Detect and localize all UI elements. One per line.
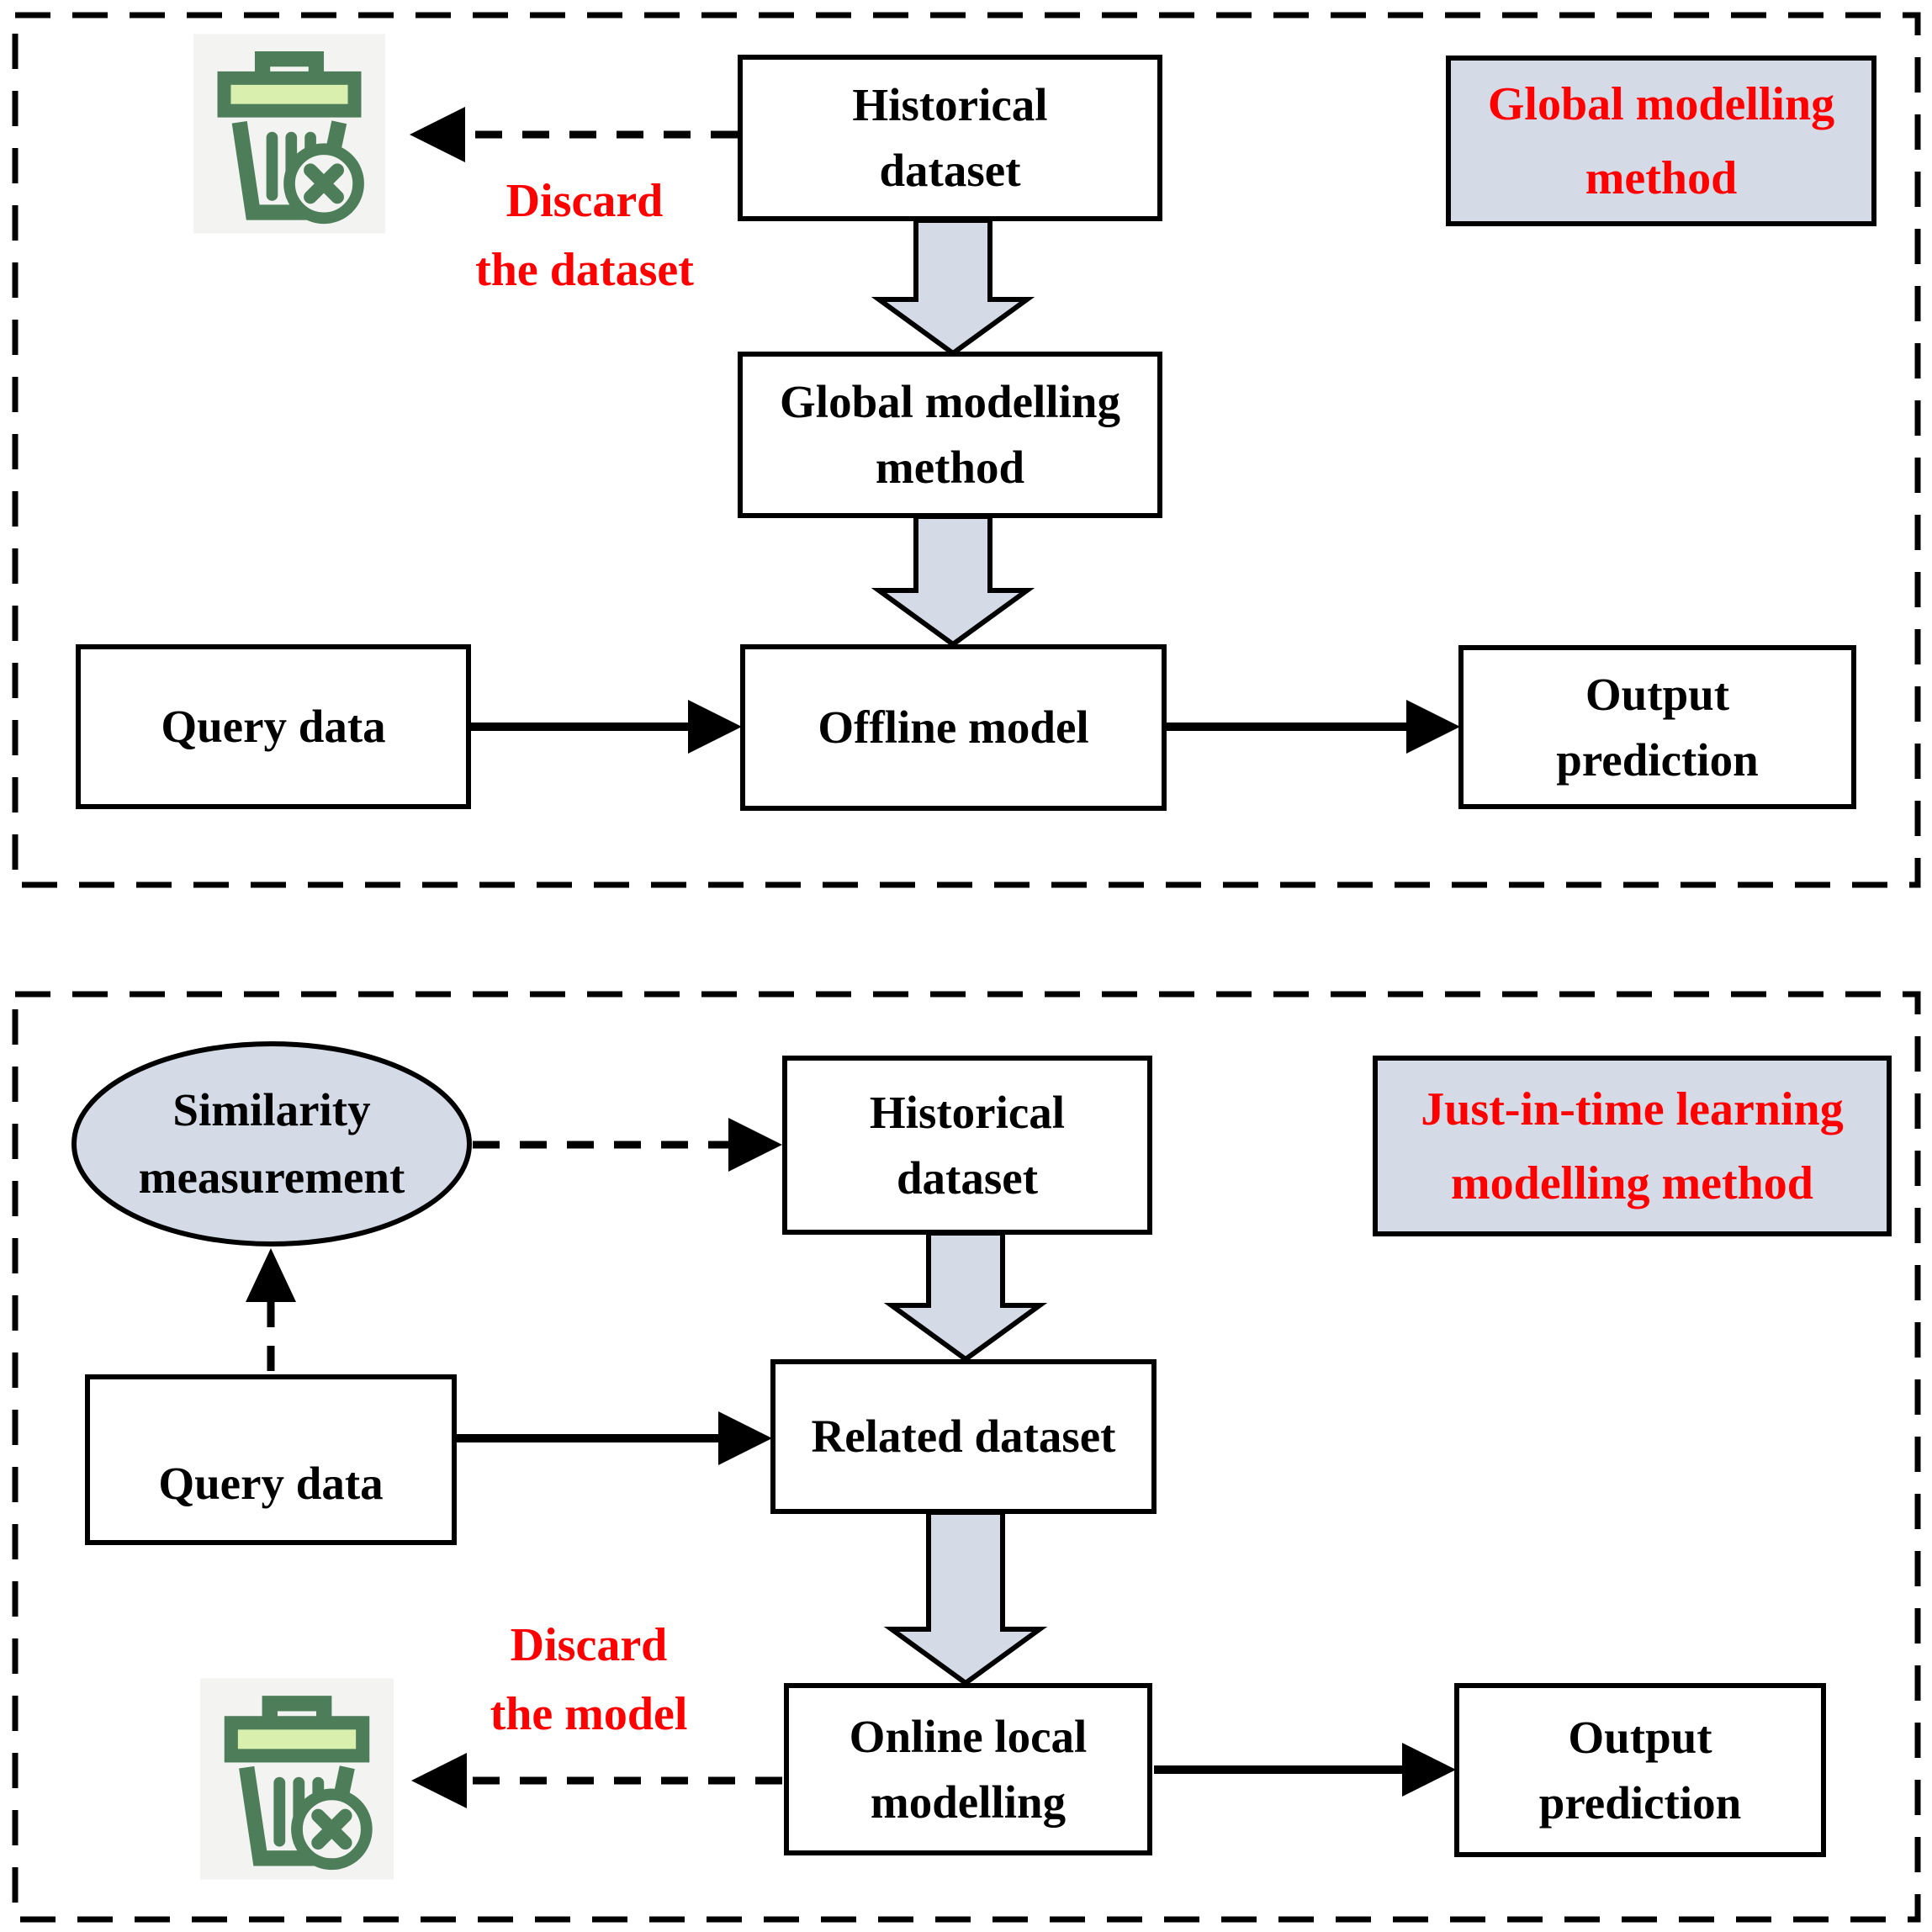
solid-arrow-online-to-output bbox=[1154, 1743, 1456, 1797]
historical-dataset-box-bottom: Historical dataset bbox=[782, 1056, 1152, 1235]
solid-arrow-offline-to-output bbox=[1167, 700, 1460, 754]
similarity-ellipse bbox=[71, 1041, 472, 1247]
global-modelling-method-box: Global modelling method bbox=[738, 352, 1162, 518]
dashed-arrow-online-to-trash bbox=[411, 1753, 782, 1808]
global-method-label: Global modelling method bbox=[1446, 56, 1876, 226]
output-prediction-box-bottom: Output prediction bbox=[1454, 1683, 1826, 1857]
global-panel-border bbox=[12, 12, 1921, 888]
block-arrow-historical-to-related bbox=[883, 1231, 1048, 1363]
related-dataset-box: Related dataset bbox=[770, 1359, 1157, 1514]
discard-model-note: Discard the model bbox=[490, 1619, 688, 1740]
dashed-arrow-query-to-similarity bbox=[246, 1248, 296, 1371]
block-arrow-historical-to-global bbox=[871, 218, 1035, 357]
trash-delete-icon bbox=[200, 1678, 394, 1880]
jit-panel-border bbox=[12, 991, 1921, 1923]
output-prediction-box-top: Output prediction bbox=[1458, 645, 1856, 809]
query-data-box-bottom: Query data bbox=[85, 1374, 457, 1545]
discard-dataset-note: Discard the dataset bbox=[475, 175, 694, 296]
dashed-arrow-similarity-to-historical bbox=[473, 1118, 782, 1172]
solid-arrow-query-to-related bbox=[457, 1411, 772, 1465]
solid-arrow-query-to-offline bbox=[471, 700, 742, 754]
block-arrow-related-to-online bbox=[883, 1510, 1048, 1686]
dashed-arrow-historical-to-trash bbox=[410, 107, 738, 162]
block-arrow-global-to-offline bbox=[871, 514, 1035, 648]
query-data-box-top: Query data bbox=[76, 644, 471, 809]
online-local-modelling-box: Online local modelling bbox=[784, 1683, 1152, 1855]
jit-method-label: Just-in-time learning modelling method bbox=[1373, 1056, 1892, 1236]
offline-model-box: Offline model bbox=[740, 644, 1167, 811]
trash-delete-icon bbox=[193, 34, 385, 234]
similarity-measurement-label: Similarity measurement bbox=[138, 1084, 405, 1203]
historical-dataset-box-top: Historical dataset bbox=[738, 55, 1162, 221]
